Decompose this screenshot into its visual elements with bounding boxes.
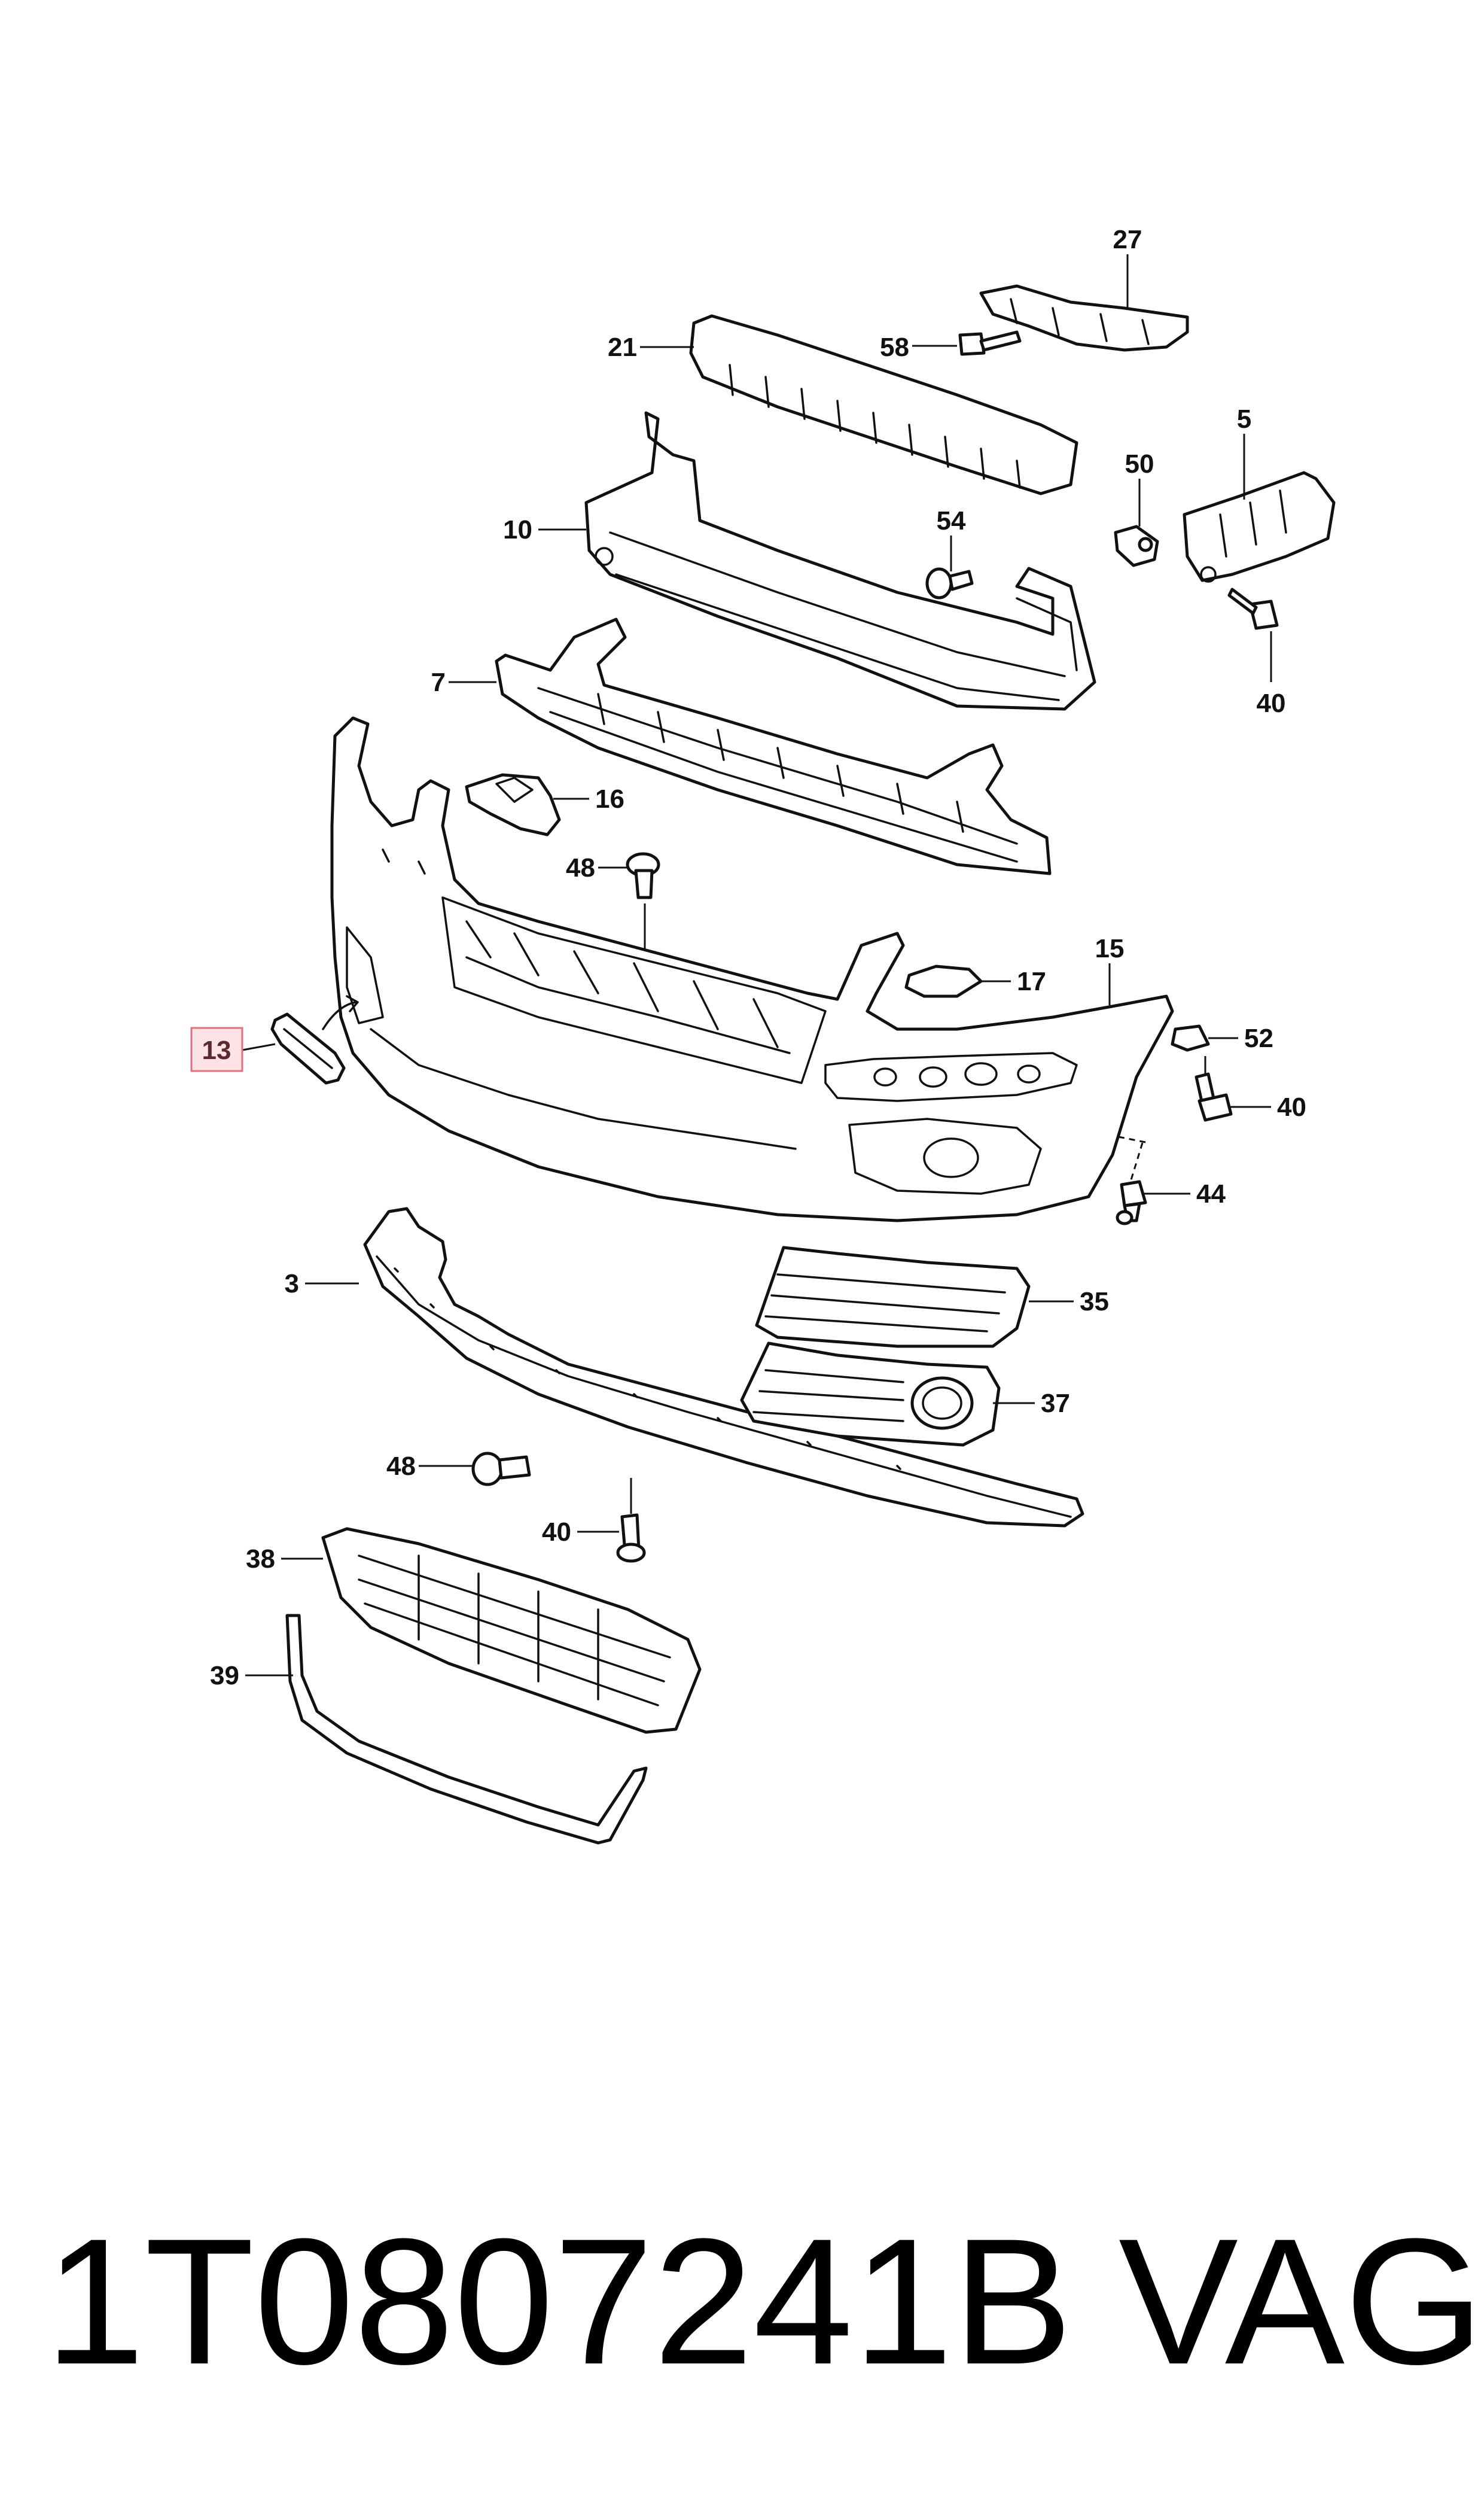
- part-37-fog-grille: [740, 1341, 1035, 1447]
- callout-37: 37: [1041, 1389, 1070, 1418]
- callout-44: 44: [1196, 1179, 1226, 1209]
- callout-48-lower: 48: [386, 1452, 416, 1481]
- callout-16: 16: [595, 784, 624, 814]
- callout-40-upper: 40: [1257, 689, 1286, 718]
- callout-58: 58: [880, 333, 909, 362]
- part-48-screw-lower: [419, 1452, 531, 1486]
- part-54-bolt: [925, 536, 974, 600]
- part-44-rivet: [1116, 1136, 1190, 1225]
- part-40-screw-lower: [577, 1478, 646, 1563]
- part-17-cap: [904, 965, 1011, 998]
- part-58-bolt: [912, 330, 1022, 356]
- part-35-grille: [755, 1246, 1074, 1348]
- part-10-reinforcement: [538, 411, 1096, 711]
- part-27-bracket: [979, 254, 1189, 352]
- callout-5: 5: [1237, 404, 1251, 434]
- part-15-bumper-cover: [330, 716, 1174, 1222]
- part-16-bracket: [465, 773, 589, 836]
- callout-35: 35: [1080, 1287, 1109, 1316]
- part-40-screw-right: [1194, 1056, 1271, 1122]
- callout-27: 27: [1113, 225, 1142, 254]
- callout-15: 15: [1095, 934, 1125, 963]
- callout-39: 39: [210, 1661, 239, 1690]
- part-5-side-bracket: [1183, 434, 1336, 583]
- part-52-clip: [1171, 1024, 1238, 1052]
- part-13-trim: [242, 995, 359, 1085]
- callout-21: 21: [608, 333, 637, 362]
- highlighted-part-13: 13: [190, 1027, 243, 1072]
- callout-40-right: 40: [1277, 1093, 1306, 1122]
- callout-13: 13: [202, 1036, 231, 1065]
- brand-caption: VAG: [1119, 2201, 1484, 2402]
- callout-10: 10: [503, 515, 532, 544]
- callout-7: 7: [431, 668, 446, 697]
- part-number-caption: 1T0807241B: [45, 2201, 1072, 2402]
- part-7-carrier: [449, 617, 1052, 875]
- part-3-spoiler: [305, 1207, 1084, 1528]
- part-39-trim-strip: [245, 1614, 648, 1845]
- part-21-impact-absorber: [640, 314, 1078, 495]
- callout-48-upper: 48: [566, 853, 595, 883]
- callout-17: 17: [1017, 967, 1046, 996]
- callout-54: 54: [937, 506, 966, 536]
- callout-38: 38: [246, 1544, 275, 1574]
- part-50-clip: [1114, 479, 1159, 567]
- part-40-bolt-upper: [1227, 588, 1279, 682]
- callout-52: 52: [1244, 1024, 1273, 1053]
- callout-3: 3: [285, 1269, 299, 1298]
- part-38-lower-grille: [281, 1527, 702, 1734]
- callout-40-lower: 40: [542, 1517, 571, 1547]
- callout-50: 50: [1125, 449, 1154, 479]
